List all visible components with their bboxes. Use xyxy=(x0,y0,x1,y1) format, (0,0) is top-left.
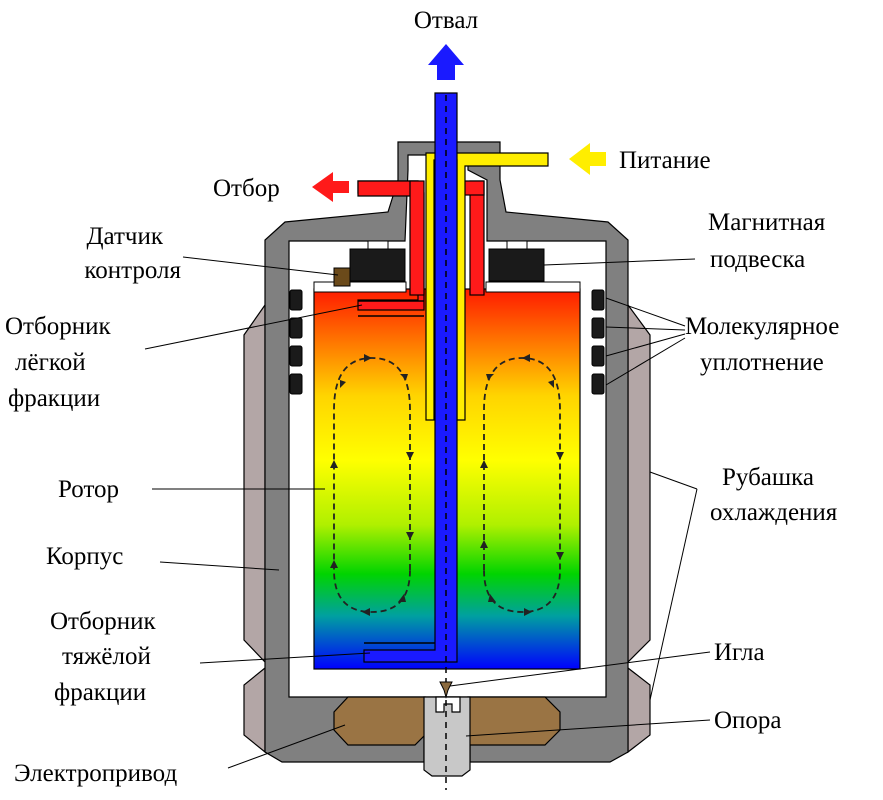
label-otb-heavy-3: фракции xyxy=(54,679,146,706)
label-otval: Отвал xyxy=(414,7,478,34)
magnetic-suspension-left xyxy=(349,248,406,282)
magnet-mount-right xyxy=(506,240,528,250)
label-otb-heavy-1: Отборник xyxy=(50,608,156,635)
label-otbor: Отбор xyxy=(213,175,280,202)
leader-lines xyxy=(144,256,711,769)
opora-left xyxy=(333,696,426,746)
cooling-jacket-left xyxy=(243,303,266,664)
label-rub-2: охлаждения xyxy=(710,499,838,526)
label-otb-heavy-2: тяжёлой xyxy=(62,643,151,670)
circulation-arrowheads xyxy=(330,354,564,616)
drive-slot xyxy=(435,696,461,713)
label-mol-2: уплотнение xyxy=(700,349,824,376)
label-otb-light-1: Отборник xyxy=(5,313,111,340)
label-pitanie: Питание xyxy=(619,147,711,174)
otbor-pipe-right xyxy=(469,180,485,296)
label-magnit-1: Магнитная xyxy=(708,209,826,236)
label-rotor: Ротор xyxy=(58,476,119,503)
pitanie-arrow xyxy=(569,143,606,175)
molecular-seals-right xyxy=(591,289,605,395)
otbor-pipe-vertical xyxy=(409,180,425,296)
label-opora: Опора xyxy=(714,707,782,734)
magnet-mount-left xyxy=(367,240,389,250)
label-korpus: Корпус xyxy=(46,543,123,570)
rotor-top-cap xyxy=(313,281,407,293)
label-elektroprivod: Электропривод xyxy=(14,760,177,787)
label-magnit-2: подвеска xyxy=(710,246,805,273)
label-igla: Игла xyxy=(714,639,765,666)
label-datchik-1: Датчик xyxy=(86,223,163,250)
label-mol-1: Молекулярное xyxy=(685,313,839,340)
cooling-jacket-right xyxy=(627,303,651,664)
label-otb-light-3: фракции xyxy=(8,385,100,412)
otval-arrow xyxy=(428,44,464,80)
otbor-arrow xyxy=(312,172,349,202)
molecular-seals-left xyxy=(289,289,303,395)
electric-drive xyxy=(423,696,471,777)
label-otb-light-2: лёгкой xyxy=(15,349,86,376)
cooling-jacket-bottom-left xyxy=(243,666,266,754)
otbor-pipe-main xyxy=(357,180,419,197)
magnetic-suspension-right xyxy=(488,248,545,282)
label-rub-1: Рубашка xyxy=(722,464,814,491)
needle xyxy=(439,681,453,699)
control-sensor xyxy=(333,267,351,287)
opora-right xyxy=(467,696,561,746)
rotor-top-cap-right xyxy=(485,281,581,293)
light-fraction-scoop xyxy=(358,300,424,317)
cooling-jacket-bottom-right xyxy=(627,666,651,754)
label-datchik-2: контроля xyxy=(84,257,181,284)
otval-pipe xyxy=(363,92,458,663)
